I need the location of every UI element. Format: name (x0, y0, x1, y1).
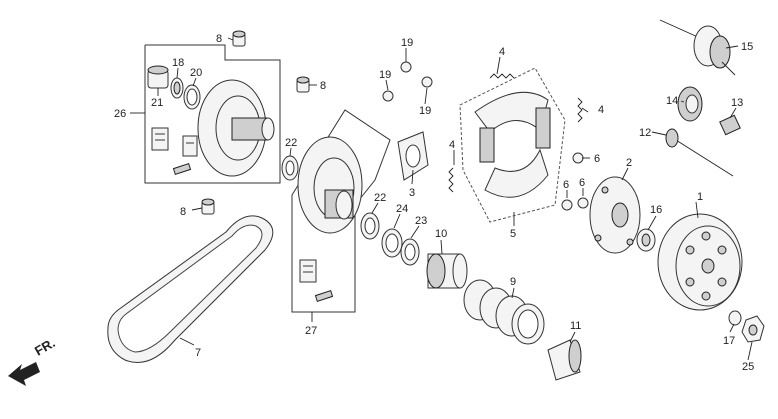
callout-11: 11 (570, 320, 581, 332)
part-23-washer (400, 238, 420, 266)
callout-9: 9 (510, 276, 516, 288)
part-8-cap-low (201, 198, 215, 215)
part-5-clutch-shoes (474, 91, 551, 198)
part-6-nuts (561, 152, 589, 211)
callout-2: 2 (626, 157, 632, 169)
leader-lines (130, 37, 753, 361)
part-12-drive-shaft (665, 128, 734, 177)
callout-4-right: 4 (598, 104, 604, 116)
callout-25: 25 (742, 361, 754, 373)
callout-22-left: 22 (285, 137, 297, 149)
callout-8-low: 8 (180, 206, 186, 218)
part-3-seal-plate (397, 131, 429, 181)
callout-7: 7 (195, 347, 201, 359)
callout-13: 13 (731, 97, 743, 109)
part-1-clutch-outer (657, 213, 743, 311)
part-22-washer-left (281, 155, 299, 181)
guide-pins-26 (151, 127, 198, 175)
callout-6-right: 6 (579, 177, 585, 189)
part-7-drive-belt (107, 215, 274, 363)
part-10-collar (426, 253, 468, 289)
part-20-oring (183, 84, 201, 110)
front-direction-label: FR. (32, 335, 58, 358)
callout-6-upper: 6 (594, 153, 600, 165)
callout-19-right: 19 (419, 105, 431, 117)
part-8-cap-top (232, 30, 246, 47)
callout-5: 5 (510, 228, 516, 240)
callout-22-center: 22 (374, 192, 386, 204)
callout-19-top: 19 (401, 37, 413, 49)
callout-26: 26 (114, 108, 126, 120)
callout-10: 10 (435, 228, 447, 240)
assembly-box-5 (459, 67, 566, 223)
part-19-clips (382, 61, 433, 102)
callout-16: 16 (650, 204, 662, 216)
callout-23: 23 (415, 215, 427, 227)
part-9-spring (463, 279, 545, 345)
callout-1: 1 (697, 191, 703, 203)
callout-4-top: 4 (499, 46, 505, 58)
callout-4-left: 4 (449, 139, 455, 151)
callout-3: 3 (409, 187, 415, 199)
assembly-box-26 (144, 44, 281, 184)
part-16-nut (636, 228, 656, 252)
part-17-washer (728, 310, 742, 326)
part-11-seat (547, 339, 582, 381)
callout-19-left: 19 (379, 69, 391, 81)
part-8-cap-mid (296, 76, 310, 93)
part-13-gear (719, 114, 741, 136)
part-25-nut (741, 315, 765, 343)
callout-17: 17 (723, 335, 735, 347)
part-18-seal (170, 77, 184, 99)
part-14-gear (677, 86, 703, 122)
callout-15: 15 (741, 41, 753, 53)
callout-27: 27 (305, 325, 317, 337)
part-21-bearing (147, 65, 169, 89)
callout-21: 21 (151, 97, 163, 109)
front-direction-arrow: FR. (8, 335, 58, 386)
callout-8-mid: 8 (320, 80, 326, 92)
part-2-drive-plate (589, 176, 641, 254)
callout-24: 24 (396, 203, 408, 215)
assembly-box-27 (291, 109, 391, 313)
callout-8-top: 8 (216, 33, 222, 45)
movable-driven-face (297, 136, 363, 234)
driven-face (197, 79, 275, 177)
part-24-washer (381, 228, 403, 258)
callout-20: 20 (190, 67, 202, 79)
part-4-springs (448, 73, 583, 193)
callout-6-left: 6 (563, 179, 569, 191)
part-22-washer-center (360, 212, 380, 240)
callout-12: 12 (639, 127, 651, 139)
callout-18: 18 (172, 57, 184, 69)
guide-pins-27 (299, 259, 334, 302)
part-15-final-shaft (659, 19, 736, 76)
callout-labels: 1 2 3 4 4 4 5 6 6 6 7 8 8 8 9 10 11 12 1… (114, 33, 754, 373)
callout-14: 14 (666, 95, 678, 107)
